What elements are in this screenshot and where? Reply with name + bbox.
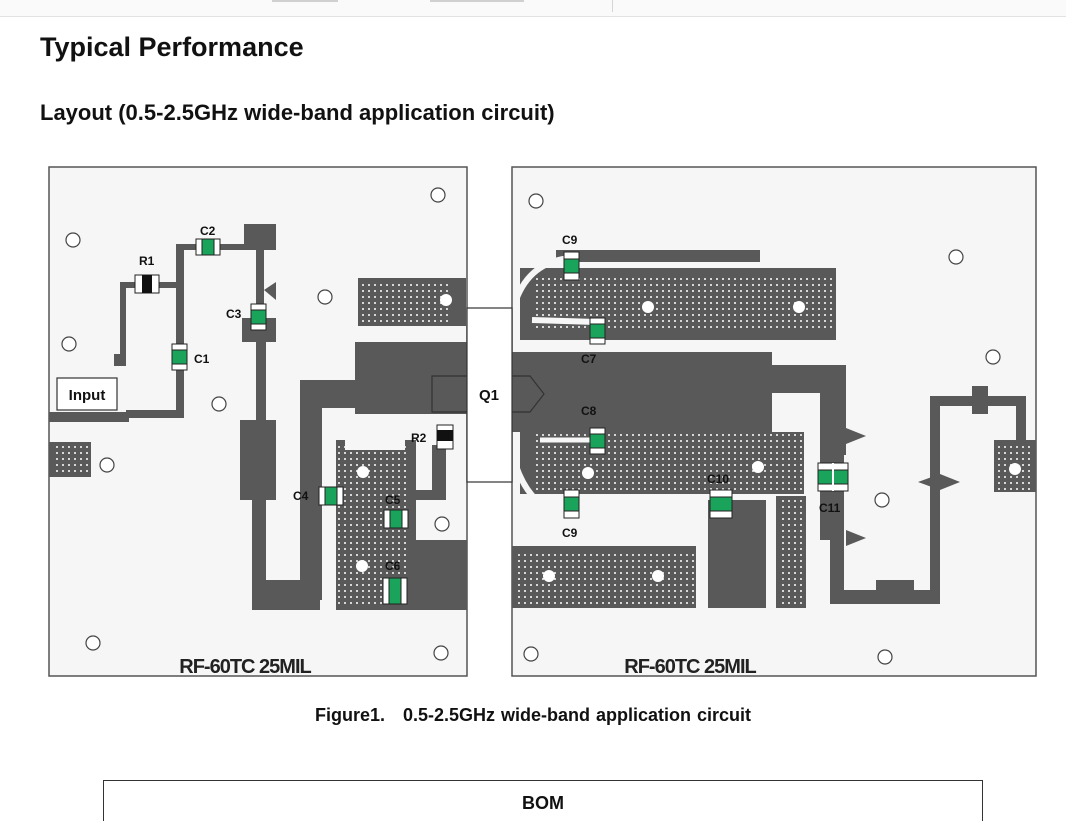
label-c9-bottom: C9 [562, 526, 578, 540]
capacitor-c2 [195, 238, 221, 256]
via-array [360, 280, 450, 324]
label-c1: C1 [194, 352, 210, 366]
capacitor-c3 [250, 303, 267, 331]
input-label: Input [69, 387, 106, 404]
resistor-r2 [436, 424, 454, 450]
left-board-label: RF-60TC 25MIL [179, 656, 311, 678]
figure-caption: Figure1. 0.5-2.5GHz wide-band application… [0, 705, 1066, 726]
toolbar-divider [612, 0, 613, 12]
capacitor-c9-bottom [563, 489, 580, 519]
label-c11: C11 [819, 501, 841, 515]
section-heading: Typical Performance [40, 32, 304, 62]
right-board-label: RF-60TC 25MIL [624, 656, 756, 678]
resistor-r1 [134, 274, 160, 294]
figure-title: 0.5-2.5GHz wide-band application circuit [402, 705, 752, 725]
label-c10: C10 [707, 472, 729, 486]
capacitor-c7 [589, 317, 606, 345]
capacitor-c11 [817, 462, 849, 492]
label-c9-top: C9 [562, 233, 578, 247]
label-r2: R2 [411, 431, 427, 445]
toolbar-tab-marker [272, 0, 338, 2]
via-array [514, 550, 694, 604]
capacitor-c4 [318, 486, 344, 506]
capacitor-c10 [709, 489, 733, 519]
bom-title: BOM [522, 793, 564, 813]
label-c4: C4 [293, 489, 309, 503]
label-c2: C2 [200, 224, 216, 238]
mounting-holes-left [61, 187, 450, 661]
label-c3: C3 [226, 307, 242, 321]
bom-table: BOM [103, 780, 983, 821]
label-c5: C5 [385, 493, 401, 507]
section-subheading: Layout (0.5-2.5GHz wide-band application… [40, 100, 555, 125]
transistor-q1-body [466, 307, 513, 483]
transistor-label: Q1 [479, 387, 499, 404]
transistor-q1-outline [431, 375, 545, 413]
capacitor-c6 [382, 577, 408, 605]
input-label-box [56, 377, 118, 411]
capacitor-c5 [383, 509, 409, 529]
layout-figure: Q1 Input R1 C2 C3 C1 R2 C4 C5 C6 C9 C7 [48, 166, 1037, 678]
label-c6: C6 [385, 559, 401, 573]
label-c8: C8 [581, 404, 597, 418]
label-c7: C7 [581, 352, 597, 366]
capacitor-c8 [589, 427, 606, 455]
capacitor-c9-top [563, 251, 580, 281]
toolbar-tab-marker [430, 0, 524, 2]
figure-number: Figure1. [314, 705, 385, 725]
toolbar-strip [0, 0, 1066, 17]
mounting-holes-right [523, 193, 1001, 665]
capacitor-c1 [171, 343, 188, 371]
via-array [52, 446, 88, 474]
right-board-vias [543, 301, 1021, 582]
via-array [536, 434, 804, 492]
label-r1: R1 [139, 254, 155, 268]
via-array [778, 500, 804, 604]
